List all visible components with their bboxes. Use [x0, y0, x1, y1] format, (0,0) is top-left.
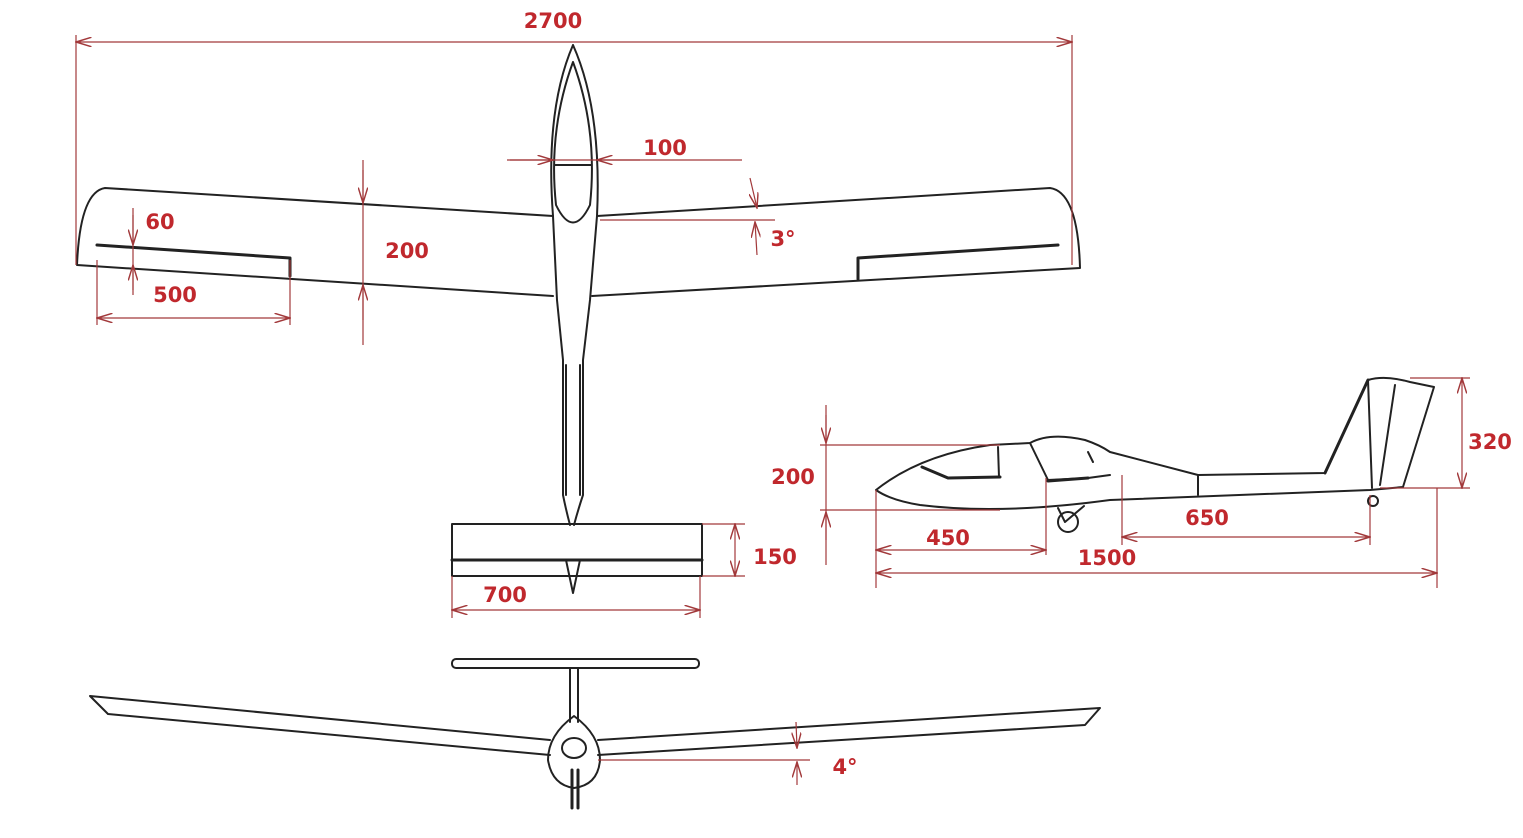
side-view — [875, 376, 1435, 533]
front-view — [89, 658, 1101, 810]
dihedral-angle-label: 4° — [832, 755, 857, 779]
side-view-dimensions: 200 320 450 650 1500 — [771, 378, 1512, 588]
right-aileron — [856, 243, 1060, 281]
aileron-length-label: 500 — [153, 283, 197, 307]
front-fuselage — [547, 715, 601, 789]
front-stabilizer — [451, 658, 700, 669]
canopy — [553, 61, 593, 224]
tail-wheel — [1367, 495, 1379, 507]
tail-arm-label: 650 — [1185, 506, 1229, 530]
right-wing — [591, 187, 1081, 297]
sweep-angle-label: 3° — [770, 227, 795, 251]
fuselage-height-label: 200 — [771, 465, 815, 489]
horizontal-stabilizer — [451, 523, 703, 577]
aileron-chord-label: 60 — [145, 210, 174, 234]
fin-height-label: 320 — [1468, 430, 1512, 454]
side-canopy — [921, 442, 1111, 481]
left-aileron — [95, 243, 292, 278]
tail-boom — [565, 364, 581, 496]
wingspan-label: 2700 — [524, 9, 582, 33]
stabilizer-chord-label: 150 — [753, 545, 797, 569]
stabilizer-span-label: 700 — [483, 583, 527, 607]
nose-to-wing-label: 450 — [926, 526, 970, 550]
top-view-dimensions: 2700 100 60 200 500 3° 150 700 — [76, 9, 1072, 618]
root-chord-label: 200 — [385, 239, 429, 263]
fuselage-width-label: 100 — [643, 136, 687, 160]
left-wing — [76, 187, 554, 297]
side-fuselage — [875, 376, 1435, 510]
fuselage — [550, 44, 599, 526]
top-view — [76, 44, 1081, 594]
front-right-wing — [597, 707, 1101, 756]
main-wheel — [1057, 511, 1079, 533]
front-left-wing — [89, 695, 551, 756]
front-view-dimensions: 4° — [598, 721, 858, 785]
overall-length-label: 1500 — [1078, 546, 1136, 570]
